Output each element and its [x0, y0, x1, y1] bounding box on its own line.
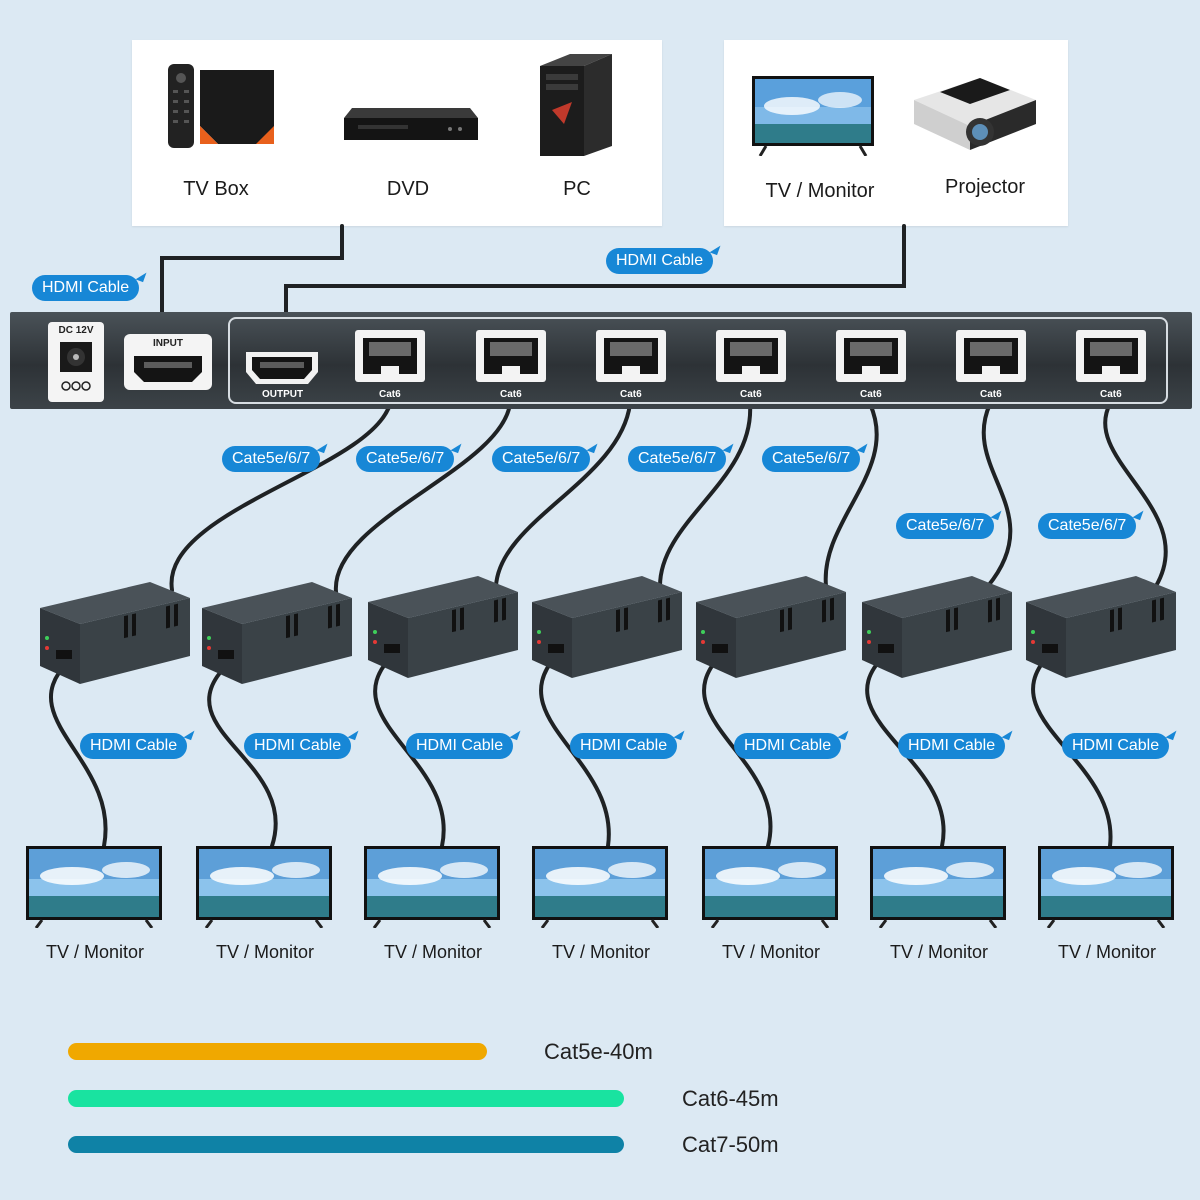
tv-monitor-label-1: TV / Monitor — [45, 942, 145, 962]
cat6-port-label: Cat6 — [980, 389, 1002, 400]
tv-monitor-icon-2 — [196, 846, 332, 928]
projector-icon — [914, 78, 1036, 150]
ethernet-tag-5: Cate5e/6/7 — [762, 446, 861, 472]
ethernet-tag-4: Cate5e/6/7 — [628, 446, 727, 472]
cat-cable-2 — [333, 402, 512, 594]
hdmi-output-icon[interactable] — [246, 352, 318, 386]
hdmi-extender-receiver-7 — [1026, 576, 1176, 678]
dc-jack-icon — [60, 342, 92, 391]
cat7-range-label: Cat7-50m — [682, 1132, 779, 1157]
tv-monitor-icon-1 — [26, 846, 162, 928]
hdmi-cable-tag-tv-2: HDMI Cable — [244, 733, 352, 759]
hdmi-extender-receiver-4 — [532, 576, 682, 678]
tv-hdmi-cable-7 — [1031, 654, 1113, 848]
tv-monitor-icon-5 — [702, 846, 838, 928]
cat6-port-label: Cat6 — [860, 389, 882, 400]
source-devices-box: TV Box DVD PC — [132, 40, 662, 226]
hdmi-cable-tag-tv-4: HDMI Cable — [570, 733, 678, 759]
cat6-port-label: Cat6 — [1100, 389, 1122, 400]
cat-cable-7 — [1103, 402, 1168, 588]
cat6-port-4[interactable] — [716, 330, 786, 382]
tv-monitor-label-3: TV / Monitor — [383, 942, 483, 962]
dvd-player-icon — [344, 108, 478, 140]
tv-monitor-label-4: TV / Monitor — [551, 942, 651, 962]
cat-cable-5 — [823, 402, 879, 588]
hdmi-extender-receiver-3 — [368, 576, 518, 678]
tv-monitor-label-2: TV / Monitor — [215, 942, 315, 962]
tv-hdmi-cable-1 — [49, 660, 108, 848]
cat6-port-6[interactable] — [956, 330, 1026, 382]
hdmi-cable-tag-tv-5: HDMI Cable — [734, 733, 842, 759]
hdmi-extender-receiver-6 — [862, 576, 1012, 678]
hdmi-cable-tag-tv-6: HDMI Cable — [898, 733, 1006, 759]
hdmi-input-icon — [134, 356, 202, 382]
top-tv-monitor-label: TV / Monitor — [765, 180, 875, 202]
hdmi-extender-receiver-5 — [696, 576, 846, 678]
projector-label: Projector — [944, 176, 1026, 198]
tv-monitor-label-6: TV / Monitor — [889, 942, 989, 962]
cat5e-range-bar — [68, 1043, 487, 1060]
input-port[interactable]: INPUT — [124, 334, 212, 390]
power-port[interactable]: DC 12V — [48, 322, 104, 402]
tv-box-icon — [168, 64, 274, 148]
tv-box-label: TV Box — [183, 178, 249, 200]
cat-cable-6 — [981, 402, 1013, 588]
ethernet-tag-2: Cate5e/6/7 — [356, 446, 455, 472]
tv-hdmi-cable-5 — [702, 654, 773, 848]
output-hdmi-cable — [284, 224, 906, 314]
hdmi-extender-receiver-2 — [202, 582, 352, 684]
output-port-panel — [228, 317, 1168, 404]
cat5e-range-label: Cat5e-40m — [544, 1039, 653, 1064]
hdmi-cable-tag-tv-7: HDMI Cable — [1062, 733, 1170, 759]
hdmi-cable-tag-input: HDMI Cable — [32, 275, 140, 301]
pc-tower-icon — [540, 54, 612, 156]
cat6-port-label: Cat6 — [620, 389, 642, 400]
cat6-port-7[interactable] — [1076, 330, 1146, 382]
tv-hdmi-cable-6 — [865, 654, 946, 848]
input-port-label: INPUT — [153, 338, 183, 349]
tv-hdmi-cable-4 — [539, 654, 611, 848]
hdmi-cable-tag-output: HDMI Cable — [606, 248, 714, 274]
tv-hdmi-cable-2 — [207, 662, 278, 848]
cat-cable-1 — [169, 402, 392, 592]
display-devices-box: TV / Monitor Projector — [724, 40, 1068, 226]
cat6-range-bar — [68, 1090, 624, 1107]
cat6-port-3[interactable] — [596, 330, 666, 382]
input-hdmi-cable — [160, 224, 344, 314]
tv-monitor-icon-4 — [532, 846, 668, 928]
hdmi-extender-receiver-1 — [40, 582, 190, 684]
ethernet-tag-7: Cate5e/6/7 — [1038, 513, 1137, 539]
cat6-port-label: Cat6 — [740, 389, 762, 400]
cat6-range-label: Cat6-45m — [682, 1086, 779, 1111]
cat6-port-label: Cat6 — [379, 389, 401, 400]
power-label: DC 12V — [58, 325, 94, 336]
ethernet-tag-6: Cate5e/6/7 — [896, 513, 995, 539]
tv-monitor-icon — [752, 76, 874, 156]
tv-monitor-icon-7 — [1038, 846, 1174, 928]
cat6-port-2[interactable] — [476, 330, 546, 382]
tv-monitor-icon-6 — [870, 846, 1006, 928]
ethernet-tag-1: Cate5e/6/7 — [222, 446, 321, 472]
hdmi-cable-tag-tv-1: HDMI Cable — [80, 733, 188, 759]
cat-cable-4 — [658, 402, 753, 588]
cat7-range-bar — [68, 1136, 624, 1153]
cat6-port-5[interactable] — [836, 330, 906, 382]
hdmi-cable-tag-tv-3: HDMI Cable — [406, 733, 514, 759]
dvd-label: DVD — [386, 178, 430, 200]
cat6-port-1[interactable] — [355, 330, 425, 382]
tv-monitor-icon-3 — [364, 846, 500, 928]
output-label: OUTPUT — [262, 389, 304, 400]
tv-monitor-label-5: TV / Monitor — [721, 942, 821, 962]
ethernet-tag-3: Cate5e/6/7 — [492, 446, 591, 472]
tv-monitor-label-7: TV / Monitor — [1057, 942, 1157, 962]
cat-cable-3 — [494, 402, 632, 588]
pc-label: PC — [563, 178, 591, 200]
cat6-port-label: Cat6 — [500, 389, 522, 400]
tv-hdmi-cable-3 — [373, 654, 446, 848]
